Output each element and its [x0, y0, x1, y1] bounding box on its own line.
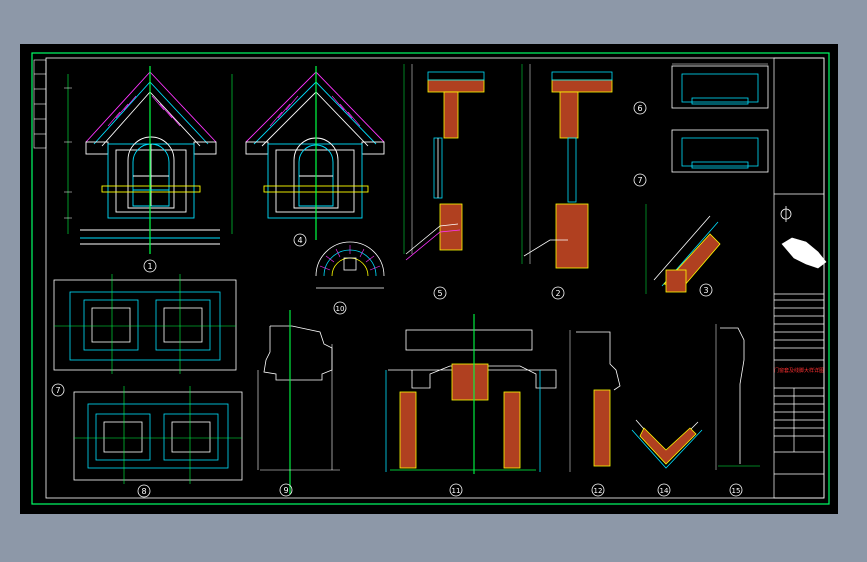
detail-3-eave-section — [645, 204, 721, 294]
north-arrow-icon — [780, 206, 792, 222]
detail-5-wall-section — [403, 64, 485, 261]
detail-3-callout-circle — [699, 283, 713, 297]
detail-8-plan — [73, 386, 243, 484]
detail-12-callout-circle — [591, 483, 605, 497]
detail-10-arch-keystone — [315, 241, 385, 289]
detail-11-label: 11 — [452, 487, 461, 495]
detail-7a-callout-circle — [633, 173, 647, 187]
title-block-drawing-title: 门窗套及线脚大样详图 — [774, 367, 824, 374]
detail-4-label: 4 — [297, 236, 302, 245]
detail-2-callout-circle — [551, 286, 565, 300]
detail-4-dormer-elevation — [231, 66, 385, 240]
detail-5-label: 5 — [437, 289, 442, 298]
left-margin-strip — [33, 59, 47, 149]
detail-3-label: 3 — [703, 286, 708, 295]
detail-2-label: 2 — [555, 289, 560, 298]
detail-6-label: 6 — [637, 104, 642, 113]
detail-12-column-section — [569, 330, 621, 472]
detail-14-label: 14 — [660, 487, 669, 495]
detail-6-window-plan — [671, 63, 769, 109]
detail-7b-label: 7 — [55, 386, 60, 395]
detail-10-label: 10 — [336, 305, 345, 313]
detail-1-callout-circle — [143, 259, 157, 273]
detail-15-label: 15 — [732, 487, 741, 495]
detail-7a-label: 7 — [637, 176, 642, 185]
detail-11-cornice-section — [385, 314, 557, 474]
cad-drawing-canvas[interactable]: 1 4 10 — [20, 44, 838, 514]
detail-9-callout-circle — [279, 483, 293, 497]
detail-4-callout-circle — [293, 233, 307, 247]
detail-14-callout-circle — [657, 483, 671, 497]
detail-8-label: 8 — [141, 487, 146, 496]
detail-15-callout-circle — [729, 483, 743, 497]
detail-15-cornice-profile — [715, 324, 760, 470]
site-key-plan — [781, 237, 827, 269]
detail-10-callout-circle — [333, 301, 347, 315]
detail-7-window-plan — [671, 129, 769, 173]
detail-1-label: 1 — [147, 262, 152, 271]
inner-frame — [45, 57, 825, 499]
detail-9-label: 9 — [283, 486, 288, 495]
detail-11-callout-circle — [449, 483, 463, 497]
detail-14-valley-section — [631, 419, 703, 469]
detail-7b-callout-circle — [51, 383, 65, 397]
cad-drawing-sheet: 1 4 10 — [20, 44, 838, 514]
detail-6-callout-circle — [633, 101, 647, 115]
detail-1-dormer-elevation — [64, 66, 220, 254]
detail-5-callout-circle — [433, 286, 447, 300]
detail-9-cornice-section — [257, 310, 340, 494]
title-block — [773, 57, 825, 499]
detail-7-plan — [53, 274, 237, 374]
detail-12-label: 12 — [594, 487, 603, 495]
outer-frame — [31, 52, 830, 505]
detail-8-callout-circle — [137, 484, 151, 498]
detail-2-wall-section — [521, 64, 613, 269]
